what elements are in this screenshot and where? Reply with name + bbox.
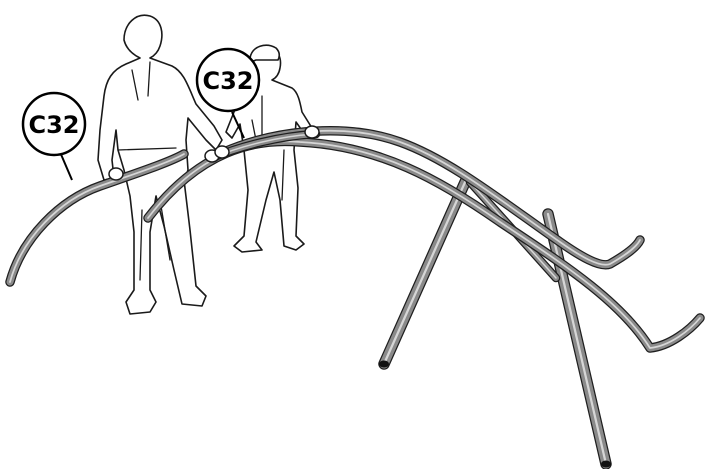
hand-4 bbox=[304, 125, 320, 139]
callout-left-circle bbox=[21, 91, 87, 157]
hand-3 bbox=[214, 145, 230, 159]
arch-left-tube bbox=[5, 149, 189, 287]
leg-right-end-cap bbox=[601, 460, 611, 468]
callout-center: C32 bbox=[195, 47, 261, 139]
frame-tubes bbox=[5, 125, 705, 469]
callout-left-label: C32 bbox=[28, 111, 79, 139]
callout-left-leader bbox=[59, 151, 73, 181]
arch-front-tube bbox=[143, 136, 705, 353]
person-right-cap bbox=[245, 44, 281, 65]
callout-center-label: C32 bbox=[202, 67, 253, 95]
callout-left: C32 bbox=[21, 91, 87, 181]
arch-back-tube bbox=[219, 126, 645, 270]
hand-1 bbox=[108, 167, 124, 181]
leg-left-tube bbox=[378, 174, 472, 370]
callout-center-leader bbox=[231, 111, 245, 139]
leg-left-end-cap bbox=[379, 360, 389, 368]
callout-center-circle bbox=[195, 47, 261, 113]
